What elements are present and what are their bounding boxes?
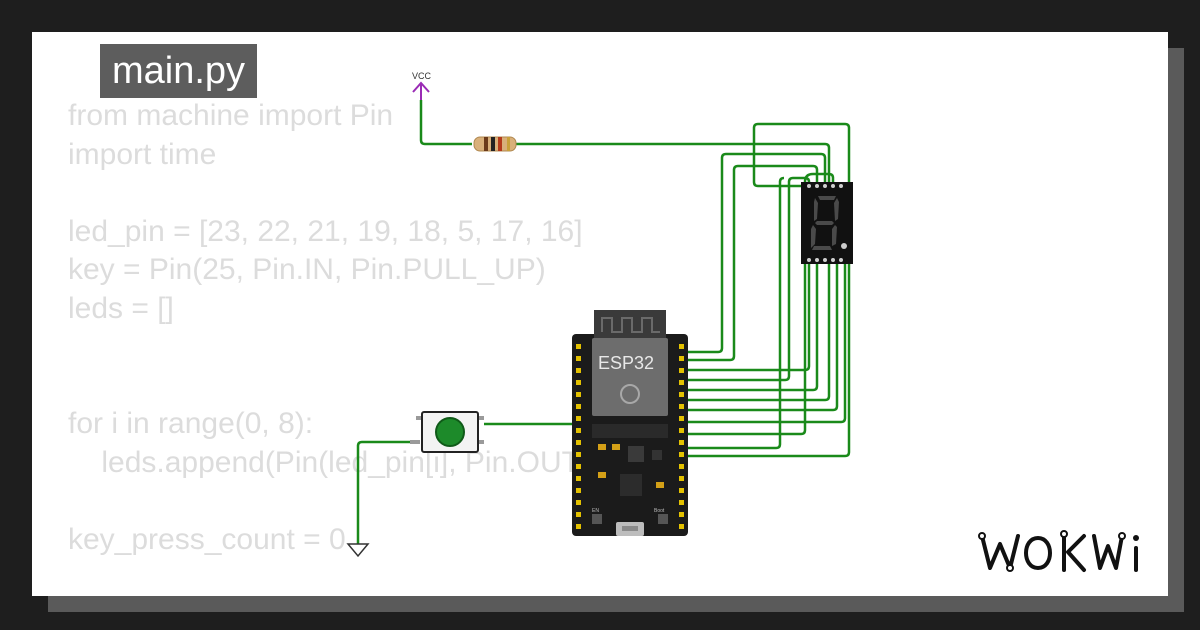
wire-com <box>682 176 785 450</box>
code-line: led_pin = [23, 22, 21, 19, 18, 5, 17, 16… <box>68 214 583 248</box>
code-line: key_press_count = 0 <box>68 522 346 556</box>
wire-seg-dp <box>682 264 847 424</box>
wires <box>356 100 851 544</box>
wire-seg-d <box>682 176 811 382</box>
code-line: key = Pin(25, Pin.IN, Pin.PULL_UP) <box>68 253 546 286</box>
code-line: leds = [] <box>68 291 174 325</box>
project-preview-card: from machine import Pin import time led_pi… <box>32 32 1168 596</box>
file-tab: main.py <box>100 44 258 98</box>
esp32-board: ESP32 EN Boot <box>572 310 688 536</box>
ground-terminal <box>346 543 370 558</box>
push-button <box>410 411 484 453</box>
vcc-label: VCC <box>412 71 432 81</box>
en-label: EN <box>592 508 599 514</box>
vcc-terminal: VCC <box>412 71 432 100</box>
code-preview: from machine import Pin import time led_pi… <box>68 97 600 559</box>
code-line: leds.append(Pin(led_pin[i], Pin.OUT)) <box>68 445 600 479</box>
wire-seg-f <box>682 264 831 402</box>
code-line: import time <box>68 137 217 171</box>
wire-resistor-display <box>516 142 831 182</box>
seven-segment-display <box>801 182 853 264</box>
wire-seg-h <box>682 172 835 436</box>
wokwi-logo <box>978 530 1139 572</box>
wire-button-gnd <box>356 440 410 544</box>
wire-vcc-resistor <box>419 100 472 146</box>
circuit-diagram: VCC <box>346 71 853 558</box>
wire-seg-g <box>682 264 839 412</box>
boot-label: Boot <box>654 508 665 514</box>
resistor <box>473 136 517 152</box>
board-label: ESP32 <box>598 353 654 373</box>
code-line: for i in range(0, 8): <box>68 407 314 440</box>
wire-seg-b <box>682 164 819 362</box>
code-line: from machine import Pin <box>68 99 394 132</box>
wire-seg-e <box>682 264 819 392</box>
espressif-logo-icon <box>620 384 640 404</box>
wire-seg-a <box>682 152 827 354</box>
wire-extra-1 <box>682 122 851 458</box>
